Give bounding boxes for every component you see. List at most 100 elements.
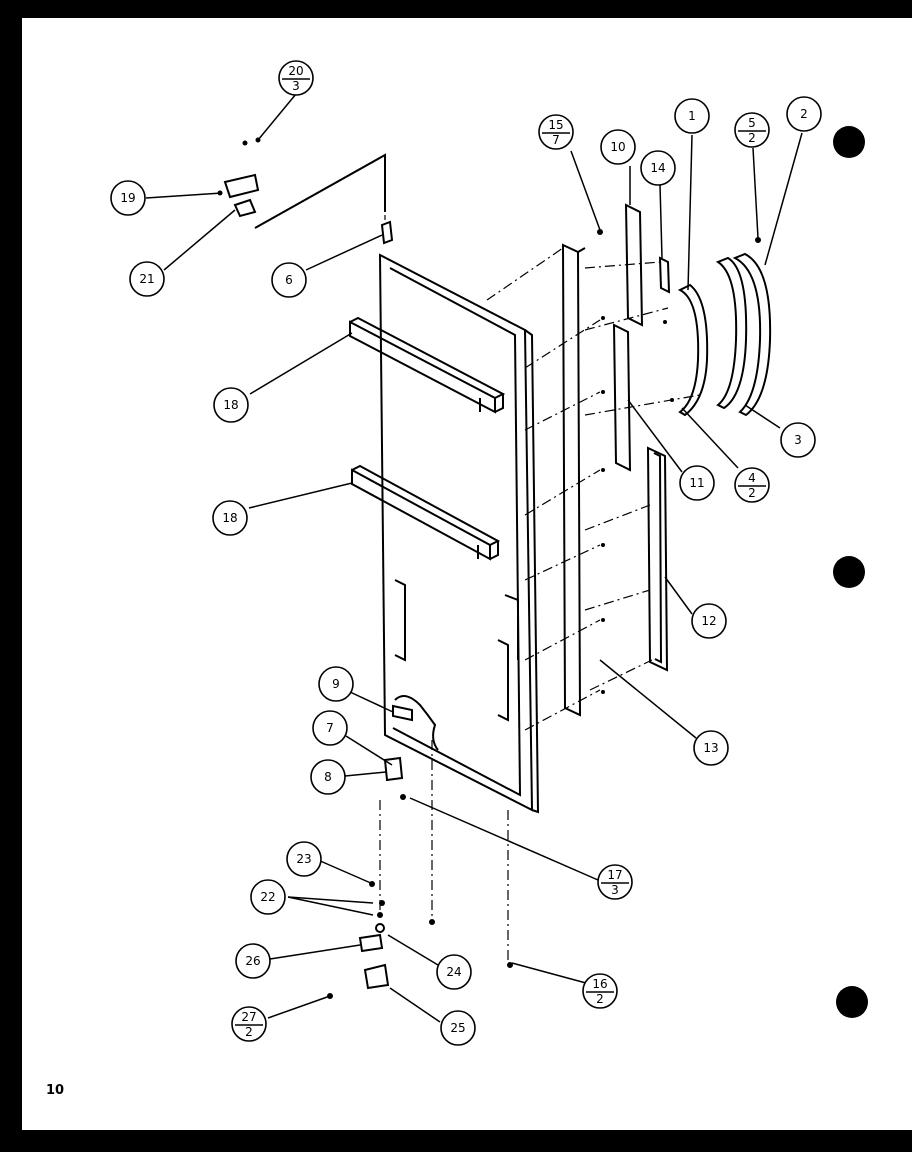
trim-strip-10 (624, 203, 644, 327)
callout-circle (231, 1006, 267, 1042)
callout-circle (597, 864, 633, 900)
callout-c2: 2 (786, 96, 822, 132)
callout-text: 19 (120, 191, 135, 205)
callout-c4: 42 (734, 467, 770, 503)
callout-c8: 8 (310, 759, 346, 795)
callout-text: 11 (689, 476, 704, 490)
callout-text: 16 (592, 977, 607, 991)
callout-circle (640, 150, 676, 186)
callout-c6: 6 (271, 262, 307, 298)
callout-c10: 10 (600, 129, 636, 165)
top-hinge-19 (223, 173, 260, 199)
callout-text: 7 (552, 133, 560, 147)
callout-circle (213, 387, 249, 423)
callout-text: 2 (800, 107, 808, 121)
callout-circle (600, 129, 636, 165)
callout-text: 23 (296, 852, 311, 866)
callout-c24: 24 (436, 954, 472, 990)
callout-text: 18 (223, 398, 238, 412)
callout-text: 9 (332, 677, 340, 691)
callout-c27: 272 (231, 1006, 267, 1042)
callout-c15: 157 (538, 114, 574, 150)
callout-c1: 1 (674, 98, 710, 134)
callout-text: 8 (324, 770, 332, 784)
handle-3 (715, 256, 748, 410)
callout-circle (440, 1010, 476, 1046)
callout-c14: 14 (640, 150, 676, 186)
plug-6 (380, 220, 394, 245)
page-number: 10 (46, 1083, 64, 1098)
callout-c21: 21 (129, 261, 165, 297)
callout-c9: 9 (318, 666, 354, 702)
callout-circle (235, 943, 271, 979)
bottom-hinge-25 (363, 963, 390, 990)
callout-circle (278, 60, 314, 96)
callout-circle (780, 422, 816, 458)
trim-strip-12 (646, 446, 669, 672)
scan-border (0, 1130, 912, 1152)
bottom-hinge-26 (358, 933, 384, 953)
callout-c17: 173 (597, 864, 633, 900)
door-liner-strip (561, 243, 586, 717)
callout-text: 2 (748, 131, 756, 145)
callout-text: 2 (596, 992, 604, 1006)
hinge-block-9 (392, 704, 413, 722)
callout-circle (110, 180, 146, 216)
callout-circle (212, 500, 248, 536)
callout-circle (250, 879, 286, 915)
callout-text: 20 (288, 64, 303, 78)
callout-text: 14 (650, 161, 665, 175)
callout-text: 7 (326, 721, 334, 735)
callout-circle (674, 98, 710, 134)
callout-text: 24 (446, 965, 461, 979)
door-shelf-lower (351, 464, 501, 561)
assembly-lines (379, 155, 701, 960)
callout-text: 3 (794, 433, 802, 447)
callout-c13: 13 (693, 730, 729, 766)
callout-text: 15 (548, 118, 563, 132)
callout-circle (786, 96, 822, 132)
callout-text: 12 (701, 614, 716, 628)
callout-circle (693, 730, 729, 766)
callout-text: 17 (607, 868, 622, 882)
callout-text: 21 (139, 272, 154, 286)
callout-circle (436, 954, 472, 990)
door-shelf-upper (349, 316, 506, 414)
callout-text: 3 (292, 79, 300, 93)
handle-2 (732, 252, 772, 417)
callout-circle (286, 841, 322, 877)
callout-text: 25 (450, 1021, 465, 1035)
registration-marks (833, 126, 868, 1018)
callout-c20: 203 (278, 60, 314, 96)
callout-text: 26 (245, 954, 260, 968)
handle-1 (677, 283, 709, 417)
drawing-sheet (22, 18, 912, 1130)
callout-c18a: 18 (213, 387, 249, 423)
callout-c22: 22 (250, 879, 286, 915)
hinge-outline (254, 153, 386, 229)
callout-circle (582, 973, 618, 1009)
callout-text: 27 (241, 1010, 256, 1024)
bracket-14 (658, 256, 671, 294)
door-panel (378, 253, 540, 814)
callout-text: 2 (748, 486, 756, 500)
callout-c18b: 18 (212, 500, 248, 536)
callout-text: 4 (748, 471, 756, 485)
callout-text: 6 (285, 273, 293, 287)
callout-c19: 19 (110, 180, 146, 216)
callout-text: 3 (611, 883, 619, 897)
callout-c12: 12 (691, 603, 727, 639)
callout-text: 1 (688, 109, 696, 123)
callout-circle (691, 603, 727, 639)
callout-c26: 26 (235, 943, 271, 979)
callout-c23: 23 (286, 841, 322, 877)
callout-c7: 7 (312, 710, 348, 746)
callout-text: 10 (610, 140, 625, 154)
callout-c3: 3 (780, 422, 816, 458)
callout-c25: 25 (440, 1010, 476, 1046)
callout-circle (318, 666, 354, 702)
callout-text: 22 (260, 890, 275, 904)
